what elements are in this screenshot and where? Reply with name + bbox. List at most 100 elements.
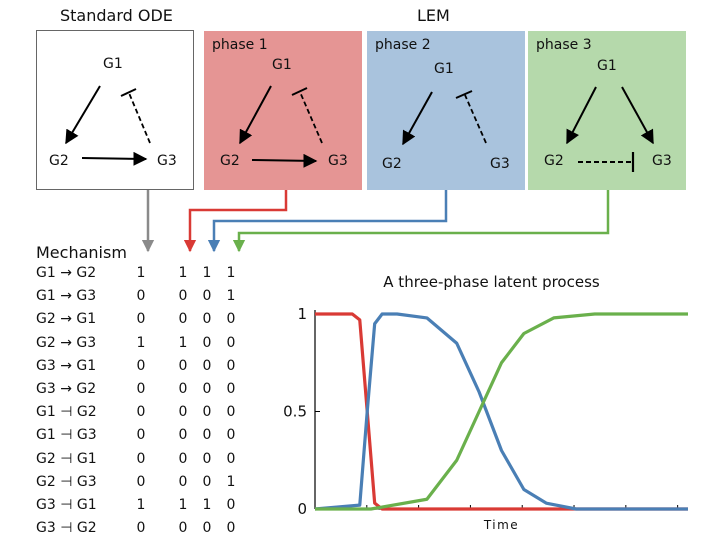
y-tick-label: 0: [297, 500, 307, 518]
mechanism-row-label: G3 → G2: [36, 381, 97, 397]
mechanism-row-label: G2 → G3: [36, 334, 97, 351]
node-g3: G3: [157, 153, 177, 169]
mechanism-cell: 0: [178, 357, 188, 374]
mechanism-cell: 1: [202, 497, 212, 513]
mechanism-cell: 0: [178, 450, 188, 467]
phase-1-label: phase 1: [212, 37, 268, 53]
mechanism-cell: 0: [226, 450, 236, 467]
inhibit-bar: [291, 87, 308, 96]
mechanism-cell: 0: [136, 473, 146, 490]
node-g1: G1: [272, 57, 292, 73]
edge-g1-to-g2: [402, 91, 433, 146]
mechanism-cell: 0: [202, 311, 212, 328]
edge-g1-to-g2: [65, 85, 101, 145]
series-3-line: [315, 312, 688, 511]
node-g2: G2: [49, 153, 69, 169]
mechanism-cell: 1: [178, 334, 188, 351]
mechanism-cell: 0: [226, 497, 236, 513]
node-g2: G2: [220, 153, 240, 169]
node-g1: G1: [103, 56, 123, 72]
phase-1-panel: phase 1 G1 G2 G3: [204, 31, 362, 190]
mechanism-cell: 0: [178, 311, 188, 328]
mechanism-cell: 0: [178, 520, 188, 537]
mechanism-row-label: G2 → G1: [36, 311, 97, 328]
y-tick-label: 1: [297, 305, 307, 323]
connector-phase-1: [183, 190, 288, 253]
chart-title: A three-phase latent process: [383, 273, 600, 291]
edge-g2-to-g3: [81, 151, 148, 166]
edge-g1-to-g2: [566, 86, 597, 145]
mechanism-cell: 1: [178, 265, 188, 281]
inhibit-bar: [455, 90, 473, 99]
edge-g1-to-g2: [239, 85, 272, 145]
mechanism-row-label: G2 ⊣ G3: [36, 473, 97, 490]
standard-ode-header: Standard ODE: [60, 6, 173, 25]
mechanism-cell: 1: [202, 265, 212, 281]
mechanism-cell: 1: [136, 334, 146, 351]
mechanism-cell: 0: [178, 473, 188, 490]
standard-ode-panel: G1 G2 G3: [36, 30, 194, 190]
edge-g1-to-g3: [621, 86, 654, 145]
mechanism-cell: 0: [226, 427, 236, 444]
mechanism-cell: 0: [178, 381, 188, 397]
mechanism-cell: 0: [136, 288, 146, 305]
phase-2-panel: phase 2 G1 G2 G3: [367, 31, 525, 190]
mechanism-cell: 1: [226, 473, 236, 490]
connector-phase-3: [232, 190, 610, 253]
mechanism-row-label: G1 → G3: [36, 288, 97, 305]
mechanism-cell: 0: [202, 334, 212, 351]
mechanism-cell: 0: [136, 357, 146, 374]
mechanism-cell: 0: [226, 334, 236, 351]
edge-g2-to-g3: [251, 153, 318, 168]
phase-2-label: phase 2: [375, 37, 431, 53]
mechanism-cell: 0: [202, 473, 212, 490]
mechanism-cell: 1: [226, 265, 236, 281]
x-axis-label: Time: [483, 518, 519, 532]
edge-g3-inhibits-g1: [299, 91, 323, 144]
mechanism-cell: 0: [202, 520, 212, 537]
node-g1: G1: [597, 58, 617, 74]
node-g3: G3: [652, 153, 672, 169]
mechanism-cell: 0: [178, 427, 188, 444]
mechanism-row-label: G3 → G1: [36, 357, 97, 374]
mechanism-cell: 0: [202, 288, 212, 305]
mechanism-cell: 0: [202, 404, 212, 421]
mechanism-cell: 0: [202, 427, 212, 444]
mechanism-cell: 0: [202, 357, 212, 374]
mechanism-cell: 0: [136, 427, 146, 444]
network-edges: [65, 85, 654, 253]
mechanism-row-label: G1 ⊣ G3: [36, 427, 97, 444]
node-g2: G2: [382, 156, 402, 172]
y-tick-label: 0.5: [283, 403, 307, 421]
edge-g3-inhibits-g1: [128, 92, 151, 144]
mechanism-cell: 0: [202, 450, 212, 467]
mechanism-cell: 0: [226, 357, 236, 374]
mechanism-cell: 0: [202, 381, 212, 397]
mechanism-cell: 0: [226, 520, 236, 537]
phase-3-panel: phase 3 G1 G2 G3: [528, 31, 686, 190]
mechanism-cell: 0: [226, 381, 236, 397]
node-g1: G1: [434, 61, 454, 77]
mechanism-cell: 1: [136, 497, 146, 513]
mechanism-cell: 0: [136, 404, 146, 421]
mechanism-row-label: G1 ⊣ G2: [36, 404, 97, 421]
mechanism-title: Mechanism: [36, 243, 127, 262]
mechanism-cell: 1: [136, 265, 146, 281]
mechanism-cell: 0: [178, 404, 188, 421]
mechanism-row-label: G3 ⊣ G2: [36, 520, 97, 537]
mechanism-cell: 0: [136, 450, 146, 467]
edge-g3-inhibits-g1: [464, 94, 487, 144]
mechanism-row-label: G1 → G2: [36, 265, 97, 281]
node-g3: G3: [328, 153, 348, 169]
mechanism-cell: 0: [136, 520, 146, 537]
mechanism-cell: 0: [136, 311, 146, 328]
inhibit-bar: [120, 88, 137, 97]
mechanism-row-label: G2 ⊣ G1: [36, 450, 97, 467]
lem-header: LEM: [417, 6, 450, 25]
mechanism-cell: 1: [226, 288, 236, 305]
mechanism-cell: 0: [226, 404, 236, 421]
mechanism-cell: 0: [178, 288, 188, 305]
series-2-line: [314, 312, 688, 511]
node-g2: G2: [544, 153, 564, 169]
